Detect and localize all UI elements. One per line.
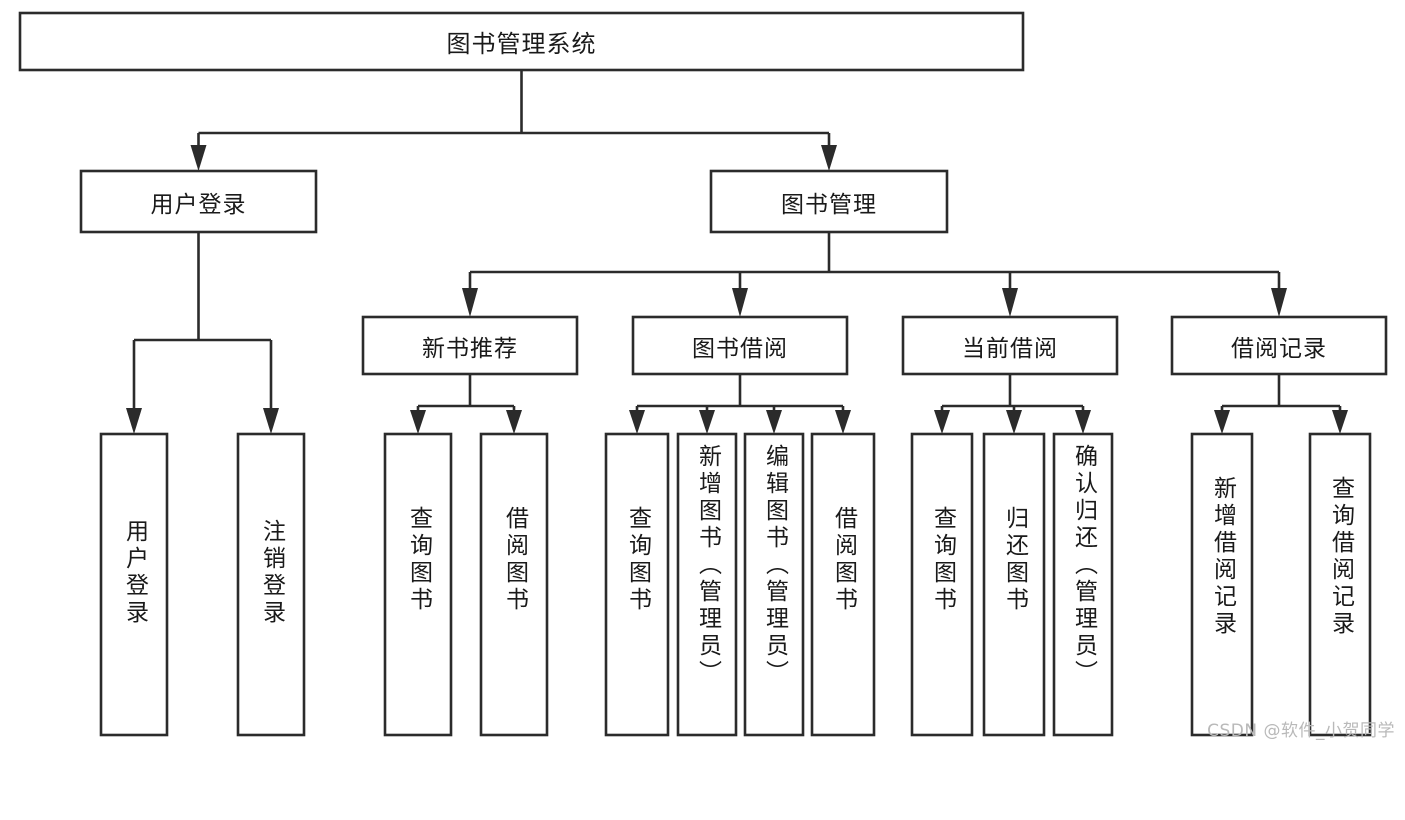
diagram-canvas: 图书管理系统 用户登录 图书管理 新书推荐 图书借阅 当前借阅 借阅记录 用户登…	[18, 11, 1395, 741]
connector-book-borrow-to-leaves	[629, 374, 851, 434]
node-box-root[interactable]	[18, 11, 1025, 72]
leaf-box-borrow-book-b[interactable]	[810, 432, 876, 737]
node-box-new-book-recommend[interactable]	[361, 315, 579, 376]
node-box-current-borrow[interactable]	[901, 315, 1119, 376]
leaf-box-add-borrow-record[interactable]	[1190, 432, 1254, 737]
connector-user-login-to-leaves	[126, 232, 279, 434]
leaf-box-return-book[interactable]	[982, 432, 1046, 737]
leaf-box-confirm-return-admin[interactable]	[1052, 432, 1114, 737]
connector-new-book-to-leaves	[410, 374, 522, 434]
node-box-book-management[interactable]	[709, 169, 949, 234]
connector-current-borrow-to-leaves	[934, 374, 1091, 434]
leaf-box-borrow-book-a[interactable]	[479, 432, 549, 737]
leaf-box-query-book-b[interactable]	[604, 432, 670, 737]
leaf-box-query-book-a[interactable]	[383, 432, 453, 737]
connector-book-manage-to-level2	[462, 232, 1287, 317]
tree-diagram-svg	[18, 11, 1388, 737]
leaf-box-query-book-c[interactable]	[910, 432, 974, 737]
leaf-box-edit-book-admin[interactable]	[743, 432, 805, 737]
node-box-book-borrow[interactable]	[631, 315, 849, 376]
leaf-box-user-login[interactable]	[99, 432, 169, 737]
leaf-box-query-borrow-record[interactable]	[1308, 432, 1372, 737]
leaf-box-logout[interactable]	[236, 432, 306, 737]
leaf-box-add-book-admin[interactable]	[676, 432, 738, 737]
connector-borrow-record-to-leaves	[1214, 374, 1348, 434]
node-box-user-login[interactable]	[79, 169, 318, 234]
connector-root-to-level1	[190, 70, 837, 171]
node-box-borrow-record[interactable]	[1170, 315, 1388, 376]
